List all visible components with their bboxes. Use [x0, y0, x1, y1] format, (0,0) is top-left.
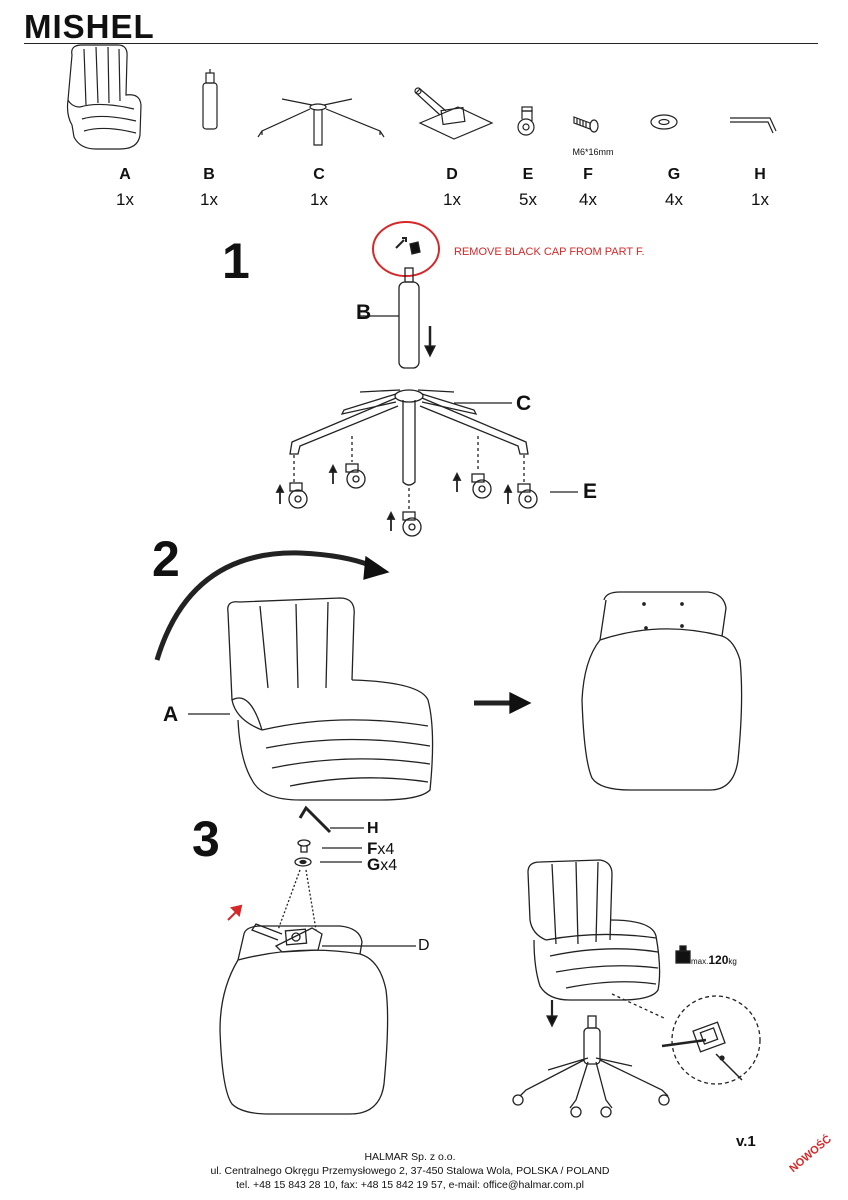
step-3-diagram: [219, 805, 761, 1118]
step3-chair-inverted-icon: [219, 923, 416, 1115]
step-2-diagram: [154, 550, 743, 801]
max-load-prefix: max.: [691, 957, 709, 966]
step-3-number: 3: [192, 811, 220, 867]
part-d-mechanism-icon: [414, 87, 494, 140]
part-g-washer-icon: [650, 114, 678, 130]
new-badge: NOWOŚĆ: [787, 1133, 834, 1175]
assembled-chair-icon: [512, 859, 670, 1118]
part-h-allen-key-icon: [730, 117, 777, 134]
arrow-down-icon: [423, 326, 437, 358]
part-d-qty: 1x: [443, 190, 461, 209]
part-g-letter: G: [667, 166, 681, 183]
step-1-note: REMOVE BLACK CAP FROM PART F.: [454, 246, 645, 258]
part-e-letter: E: [522, 166, 534, 183]
step1-label-e: E: [583, 480, 598, 503]
mechanism-guide-lines: [277, 869, 317, 931]
step3-label-h: H: [367, 820, 379, 837]
part-h-letter: H: [754, 166, 766, 183]
footer-company: HALMAR Sp. z o.o.: [364, 1151, 456, 1163]
step3-washer-icon: [294, 857, 362, 867]
max-load-label: max.120kg: [691, 953, 737, 967]
max-load-value: 120: [708, 953, 729, 967]
part-f-qty: 4x: [579, 190, 597, 209]
flip-arrow-icon: [154, 550, 390, 661]
part-f-spec: M6*16mm: [572, 147, 614, 157]
step3-label-g-letter: G: [367, 855, 381, 874]
step3-allen-key-icon: [298, 805, 364, 834]
part-c-letter: C: [313, 166, 325, 183]
step3-label-d: D: [418, 937, 430, 954]
step3-label-g-qty: x4: [380, 857, 398, 874]
part-a-letter: A: [119, 166, 131, 183]
weight-icon: [675, 945, 691, 964]
max-load-unit: kg: [728, 957, 737, 966]
arrow-right-icon: [474, 691, 532, 715]
caster-guide-lines: [293, 436, 525, 510]
step3-label-g: Gx4: [367, 855, 397, 875]
part-b-gas-lift-icon: [202, 69, 218, 130]
part-g-qty: 4x: [665, 190, 683, 209]
step-1-diagram: [275, 221, 578, 537]
chair-upright-icon: [188, 597, 434, 801]
cap-highlight-circle: [372, 221, 440, 277]
step1-gas-lift-icon: [358, 267, 420, 369]
step2-label-a: A: [163, 703, 179, 726]
part-f-letter: F: [583, 166, 593, 183]
footer-address: ul. Centralnego Okręgu Przemysłowego 2, …: [210, 1165, 610, 1177]
step1-label-b: B: [356, 301, 372, 324]
part-a-qty: 1x: [116, 190, 134, 209]
chair-inverted-icon: [581, 591, 743, 791]
step-1-number: 1: [222, 233, 250, 289]
part-h-qty: 1x: [751, 190, 769, 209]
step3-label-f-qty: x4: [377, 841, 395, 858]
detail-zoom-icon: [611, 993, 761, 1085]
step1-star-base-icon: [289, 389, 529, 486]
part-c-star-base-icon: [257, 98, 385, 146]
footer: HALMAR Sp. z o.o. ul. Centralnego Okręgu…: [150, 1150, 670, 1192]
step-2-number: 2: [152, 531, 180, 587]
step3-screw-icon: [297, 839, 362, 853]
part-e-caster-icon: [517, 106, 535, 136]
version-label: v.1: [736, 1133, 756, 1150]
step1-label-c: C: [516, 392, 532, 415]
part-e-qty: 5x: [519, 190, 537, 209]
part-f-screw-icon: [573, 116, 599, 133]
part-c-qty: 1x: [310, 190, 328, 209]
part-b-qty: 1x: [200, 190, 218, 209]
step3-label-f-letter: F: [367, 839, 378, 858]
arrow-up-icon: [275, 463, 513, 531]
parts-illustrations: [66, 44, 777, 150]
step3-label-f: Fx4: [367, 839, 394, 859]
black-cap-icon: [395, 237, 421, 255]
step1-caster-icon: [288, 463, 538, 537]
title-underline: [24, 43, 818, 44]
footer-contact: tel. +48 15 843 28 10, fax: +48 15 842 1…: [236, 1179, 584, 1191]
red-arrow-icon: [227, 904, 243, 921]
part-a-chair-icon: [66, 44, 142, 150]
part-d-letter: D: [446, 166, 458, 183]
part-b-letter: B: [203, 166, 215, 183]
product-title: MISHEL: [24, 8, 155, 45]
